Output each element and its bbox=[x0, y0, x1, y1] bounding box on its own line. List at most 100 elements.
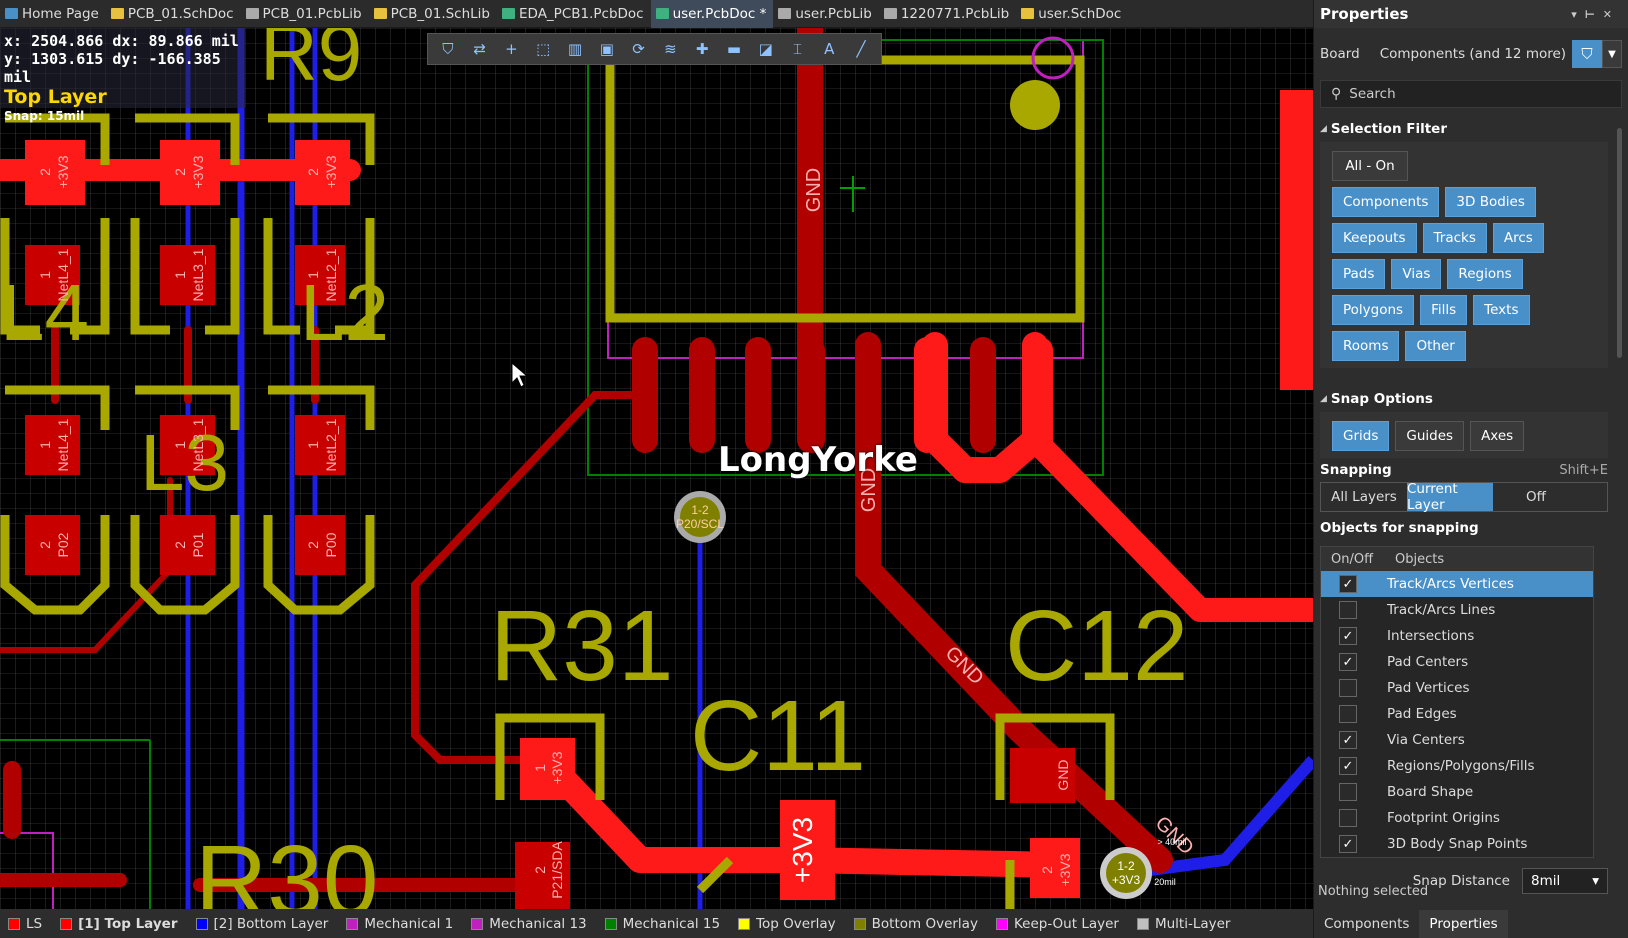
snap-object-row[interactable]: Pad Edges bbox=[1321, 701, 1593, 727]
layer-tab[interactable]: Mechanical 15 bbox=[597, 909, 730, 938]
snap-object-row[interactable]: Footprint Origins bbox=[1321, 805, 1593, 831]
svg-text:+3V3: +3V3 bbox=[549, 751, 565, 784]
interactive-route-icon[interactable]: ⟳ bbox=[632, 40, 645, 58]
layer-tab[interactable]: Mechanical 13 bbox=[463, 909, 596, 938]
mouse-cursor bbox=[511, 361, 529, 388]
document-tab[interactable]: PCB_01.PcbLib bbox=[241, 0, 369, 28]
snap-object-checkbox[interactable]: ✓ bbox=[1339, 731, 1357, 749]
text-icon[interactable]: A bbox=[824, 40, 835, 58]
via-icon[interactable]: ✚ bbox=[695, 40, 709, 58]
snap-object-checkbox[interactable]: ✓ bbox=[1339, 627, 1357, 645]
dimension-icon[interactable]: ⌶ bbox=[792, 40, 802, 58]
snap-object-row[interactable]: ✓Regions/Polygons/Fills bbox=[1321, 753, 1593, 779]
snapping-off-option[interactable]: Off bbox=[1526, 489, 1546, 505]
panel-pin-icons[interactable]: ▾⊢✕ bbox=[1571, 7, 1620, 21]
layer-tab[interactable]: [2] Bottom Layer bbox=[188, 909, 339, 938]
layer-tab[interactable]: Keep-Out Layer bbox=[988, 909, 1129, 938]
panel-scrollbar[interactable] bbox=[1617, 128, 1622, 358]
snap-object-checkbox[interactable] bbox=[1339, 783, 1357, 801]
select-rect-icon[interactable]: ⬚ bbox=[536, 40, 551, 58]
snap-object-checkbox[interactable] bbox=[1339, 809, 1357, 827]
filter-components-button[interactable]: Components bbox=[1332, 187, 1440, 217]
layer-tab[interactable]: LS bbox=[0, 909, 52, 938]
snap-object-row[interactable]: ✓3D Body Snap Points bbox=[1321, 831, 1593, 857]
filter-arcs-button[interactable]: Arcs bbox=[1492, 223, 1544, 253]
filter-3d-bodies-button[interactable]: 3D Bodies bbox=[1445, 187, 1536, 217]
origin-cross bbox=[840, 176, 865, 212]
svg-text:P02: P02 bbox=[55, 532, 71, 557]
layer-tab[interactable]: Multi-Layer bbox=[1129, 909, 1241, 938]
search-input[interactable]: ⚲ Search bbox=[1320, 80, 1622, 108]
chevron-down-icon: ▾ bbox=[1592, 873, 1599, 889]
document-tab[interactable]: PCB_01.SchDoc bbox=[106, 0, 241, 28]
svg-text:NetL3_1: NetL3_1 bbox=[190, 418, 206, 471]
snap-axes-button[interactable]: Axes bbox=[1470, 421, 1525, 451]
snapping-current-layer-option[interactable]: Current Layer bbox=[1407, 481, 1493, 513]
route-icon[interactable]: ⇄ bbox=[473, 40, 486, 58]
designator-l4: L4 bbox=[0, 268, 89, 357]
chevron-down-icon[interactable]: ▼ bbox=[1602, 40, 1622, 68]
panel-tab-components[interactable]: Components bbox=[1324, 916, 1410, 932]
filter-icon[interactable]: ⛉ bbox=[442, 40, 454, 58]
snap-object-checkbox[interactable] bbox=[1339, 705, 1357, 723]
diff-pair-icon[interactable]: ≋ bbox=[664, 40, 677, 58]
svg-text:+3V3: +3V3 bbox=[323, 155, 339, 188]
fill-icon[interactable]: ▬ bbox=[726, 40, 742, 58]
snap-object-row[interactable]: Board Shape bbox=[1321, 779, 1593, 805]
board-label[interactable]: Board bbox=[1320, 46, 1360, 62]
snap-grids-button[interactable]: Grids bbox=[1332, 421, 1390, 451]
snap-object-row[interactable]: ✓Track/Arcs Vertices bbox=[1321, 571, 1593, 597]
filter-keepouts-button[interactable]: Keepouts bbox=[1332, 223, 1417, 253]
filter-tracks-button[interactable]: Tracks bbox=[1422, 223, 1487, 253]
filter-other-button[interactable]: Other bbox=[1405, 331, 1466, 361]
line-icon[interactable]: ╱ bbox=[856, 40, 866, 58]
document-tab[interactable]: user.PcbLib bbox=[773, 0, 878, 28]
layer-tab[interactable]: [1] Top Layer bbox=[52, 909, 187, 938]
snap-object-checkbox[interactable] bbox=[1339, 601, 1357, 619]
snap-object-checkbox[interactable]: ✓ bbox=[1339, 835, 1357, 853]
snap-object-row[interactable]: ✓Intersections bbox=[1321, 623, 1593, 649]
layer-tab[interactable]: Mechanical 1 bbox=[338, 909, 463, 938]
filter-pads-button[interactable]: Pads bbox=[1332, 259, 1386, 289]
snap-object-row[interactable]: ✓Pad Centers bbox=[1321, 649, 1593, 675]
snap-object-checkbox[interactable] bbox=[1339, 679, 1357, 697]
cross-icon[interactable]: + bbox=[505, 40, 518, 58]
snap-object-checkbox[interactable]: ✓ bbox=[1339, 757, 1357, 775]
document-tab[interactable]: EDA_PCB1.PcbDoc bbox=[497, 0, 651, 28]
snap-object-row[interactable]: Pad Vertices bbox=[1321, 675, 1593, 701]
filter-texts-button[interactable]: Texts bbox=[1473, 295, 1530, 325]
pcb-canvas[interactable]: R31 C11 C12 R30 L4 L3 L2 R9 2 +3V3 2 +3V… bbox=[0, 28, 1313, 909]
filter-regions-button[interactable]: Regions bbox=[1447, 259, 1523, 289]
components-filter-label[interactable]: Components (and 12 more) bbox=[1379, 46, 1567, 62]
document-tab[interactable]: PCB_01.SchLib bbox=[369, 0, 497, 28]
filter-icon[interactable]: ⛉ bbox=[1572, 40, 1602, 68]
document-tab[interactable]: 1220771.PcbLib bbox=[879, 0, 1016, 28]
component-icon[interactable]: ▣ bbox=[599, 40, 614, 58]
layer-tab[interactable]: Top Overlay bbox=[730, 909, 846, 938]
document-tab[interactable]: user.SchDoc bbox=[1016, 0, 1128, 28]
snapping-all-layers-option[interactable]: All Layers bbox=[1331, 489, 1397, 505]
layer-tab[interactable]: Bottom Overlay bbox=[846, 909, 988, 938]
snap-object-checkbox[interactable]: ✓ bbox=[1339, 653, 1357, 671]
svg-text:NetL2_1: NetL2_1 bbox=[323, 418, 339, 471]
svg-text:NetL2_1: NetL2_1 bbox=[323, 248, 339, 301]
region-icon[interactable]: ◪ bbox=[758, 40, 773, 58]
filter-polygons-button[interactable]: Polygons bbox=[1332, 295, 1415, 325]
align-icon[interactable]: ▥ bbox=[567, 40, 583, 58]
snap-object-row[interactable]: Track/Arcs Lines bbox=[1321, 597, 1593, 623]
filter-vias-button[interactable]: Vias bbox=[1391, 259, 1442, 289]
snap-distance-select[interactable]: 8mil▾ bbox=[1522, 868, 1608, 894]
panel-tab-properties[interactable]: Properties bbox=[1419, 910, 1508, 938]
selection-filter-header[interactable]: ◢Selection Filter bbox=[1320, 121, 1447, 137]
snap-object-row[interactable]: ✓Via Centers bbox=[1321, 727, 1593, 753]
all-on-button[interactable]: All - On bbox=[1332, 151, 1408, 181]
snap-guides-button[interactable]: Guides bbox=[1395, 421, 1465, 451]
filter-fills-button[interactable]: Fills bbox=[1420, 295, 1468, 325]
document-tab[interactable]: user.PcbDoc * bbox=[650, 0, 774, 28]
document-tab[interactable]: Home Page bbox=[0, 0, 106, 28]
filter-rooms-button[interactable]: Rooms bbox=[1332, 331, 1400, 361]
snap-object-checkbox[interactable]: ✓ bbox=[1339, 575, 1357, 593]
layer-tab-label: Multi-Layer bbox=[1154, 915, 1231, 932]
snap-options-header[interactable]: ◢Snap Options bbox=[1320, 391, 1433, 407]
